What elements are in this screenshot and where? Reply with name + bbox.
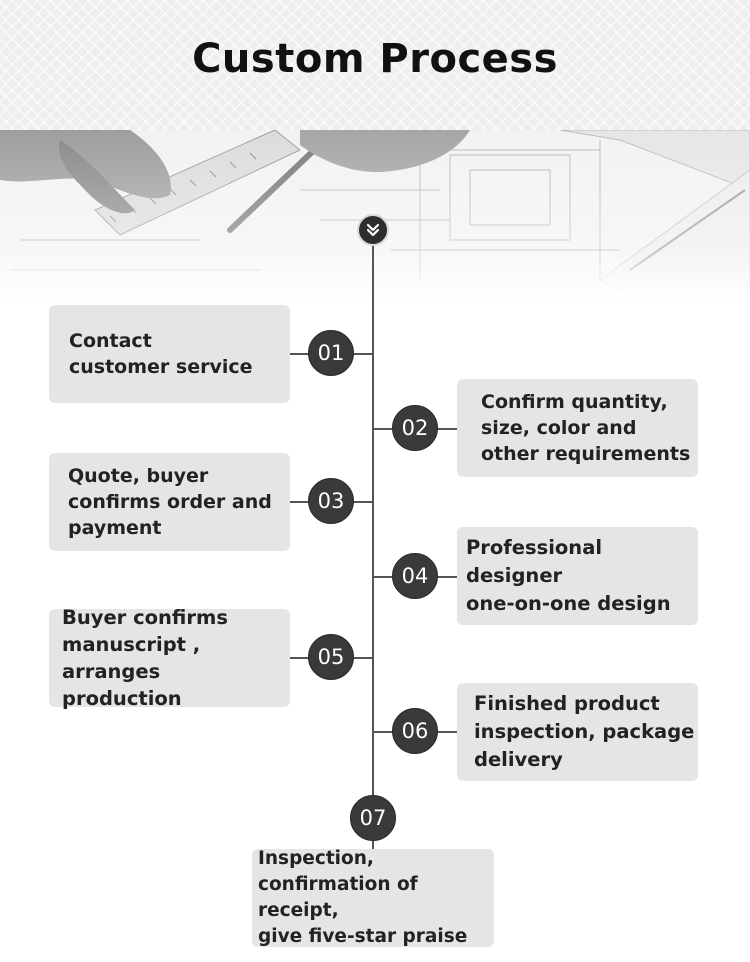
step-text-01: Contact customer service <box>69 330 253 378</box>
step-box-02: Confirm quantity, size, color and other … <box>457 379 698 477</box>
step-text-04: Professional designer one-on-one design <box>466 536 671 615</box>
page-header: Custom Process <box>0 0 750 131</box>
double-chevron-down-icon <box>366 223 380 237</box>
step-badge-05: 05 <box>308 634 354 680</box>
timeline-line <box>372 228 374 850</box>
step-text-02: Confirm quantity, size, color and other … <box>481 391 691 465</box>
step-box-07: Inspection, confirmation of receipt, giv… <box>252 848 494 947</box>
step-box-03: Quote, buyer confirms order and payment <box>49 453 290 551</box>
step-box-06: Finished product inspection, package del… <box>457 683 698 781</box>
timeline-start-marker <box>357 214 389 246</box>
step-text-06: Finished product inspection, package del… <box>474 692 695 771</box>
step-badge-06: 06 <box>392 708 438 754</box>
step-box-04: Professional designer one-on-one design <box>457 527 698 625</box>
step-text-05: Buyer confirms manuscript , arranges pro… <box>62 606 228 710</box>
step-text-07: Inspection, confirmation of receipt, giv… <box>258 848 468 947</box>
step-badge-03: 03 <box>308 478 354 524</box>
step-badge-01: 01 <box>308 330 354 376</box>
step-box-01: Contact customer service <box>49 305 290 403</box>
step-badge-04: 04 <box>392 553 438 599</box>
step-badge-02: 02 <box>392 405 438 451</box>
step-badge-07: 07 <box>350 795 396 841</box>
step-text-03: Quote, buyer confirms order and payment <box>68 465 272 539</box>
step-box-05: Buyer confirms manuscript , arranges pro… <box>49 606 290 710</box>
page-title: Custom Process <box>192 36 558 82</box>
